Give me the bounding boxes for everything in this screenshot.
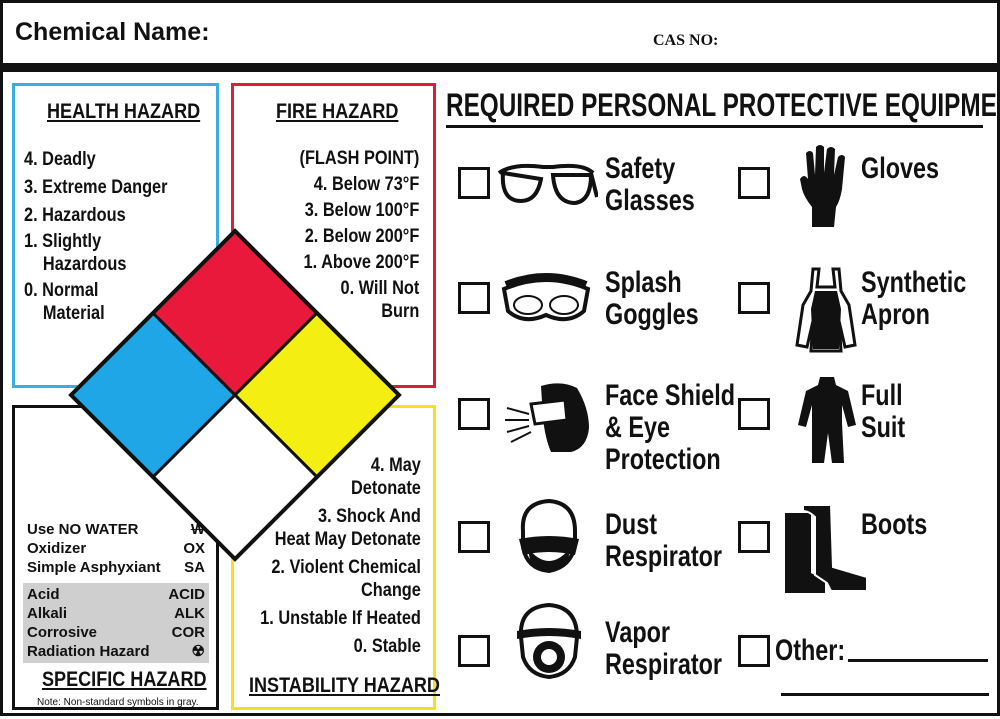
health-hazard-box: HEALTH HAZARD 4. Deadly 3. Extreme Dange… (12, 83, 219, 388)
splash-goggles-icon (501, 273, 591, 322)
boots-icon (785, 504, 868, 593)
instability-hazard-list: 4. May Detonate 3. Shock And Heat May De… (260, 454, 421, 658)
vapor-respirator-label: Vapor Respirator (605, 616, 723, 681)
fire-item: 1. Above 200°F (303, 252, 419, 273)
health-item: 4. Deadly (24, 149, 96, 170)
face-shield-label: Face Shield & Eye Protection (605, 379, 736, 476)
fire-item: 2. Below 200°F (304, 226, 419, 247)
header-divider (3, 63, 997, 72)
radiation-icon: ☢ (191, 643, 205, 660)
instability-item: Detonate (351, 478, 421, 499)
gloves-checkbox[interactable] (738, 167, 770, 199)
dust-respirator-icon (519, 498, 579, 574)
health-item: 1. Slightly (24, 231, 102, 252)
ppe-title: REQUIRED PERSONAL PROTECTIVE EQUIPMENT (446, 87, 1000, 123)
safety-glasses-label: Safety Glasses (605, 152, 695, 217)
safety-glasses-icon (497, 163, 598, 206)
fire-item: 0. Will Not (340, 278, 419, 299)
other-label: Other: (775, 634, 846, 667)
instability-item: Change (361, 580, 421, 601)
health-item: Material (42, 303, 105, 324)
fire-item: (FLASH POINT) (299, 148, 419, 169)
synthetic-apron-checkbox[interactable] (738, 282, 770, 314)
instability-item: Heat May Detonate (274, 529, 421, 550)
gloves-label: Gloves (861, 152, 940, 185)
synthetic-apron-label: Synthetic Apron (861, 266, 967, 331)
instability-item: 3. Shock And (318, 506, 421, 527)
health-item: 2. Hazardous (24, 205, 126, 226)
vapor-respirator-icon (517, 602, 581, 680)
health-item: 3. Extreme Danger (24, 177, 168, 198)
vapor-respirator-checkbox[interactable] (458, 635, 490, 667)
instability-item: 0. Stable (353, 636, 421, 657)
dust-respirator-label: Dust Respirator (605, 508, 723, 573)
synthetic-apron-icon (795, 267, 857, 353)
safety-glasses-checkbox[interactable] (458, 167, 490, 199)
other-checkbox[interactable] (738, 635, 770, 667)
instability-item: 2. Violent Chemical (271, 557, 421, 578)
gloves-icon (800, 145, 845, 227)
chemical-name-label: Chemical Name: (15, 18, 210, 46)
face-shield-icon (505, 383, 589, 452)
nfpa-diamond (68, 228, 402, 562)
other-input-line[interactable] (848, 659, 988, 662)
splash-goggles-checkbox[interactable] (458, 282, 490, 314)
fire-item: 4. Below 73°F (313, 174, 419, 195)
full-suit-label: Full Suit (861, 379, 906, 444)
specific-hazard-note: Note: Non-standard symbols in gray. (37, 697, 199, 708)
fire-item: 3. Below 100°F (304, 200, 419, 221)
instability-hazard-title: INSTABILITY HAZARD (249, 674, 440, 697)
fire-hazard-box: FIRE HAZARD (FLASH POINT) 4. Below 73°F … (231, 83, 436, 388)
instability-item: 1. Unstable If Heated (260, 608, 421, 629)
fire-item: Burn (380, 301, 419, 322)
diamond-outline (68, 228, 402, 562)
ppe-title-rule (446, 125, 983, 128)
splash-goggles-label: Splash Goggles (605, 266, 699, 331)
fire-hazard-title: FIRE HAZARD (276, 100, 399, 123)
cas-number-label: CAS NO: (653, 32, 719, 49)
face-shield-checkbox[interactable] (458, 398, 490, 430)
boots-label: Boots (861, 508, 928, 541)
instability-hazard-box: 4. May Detonate 3. Shock And Heat May De… (231, 405, 440, 710)
health-item: 0. Normal (24, 280, 99, 301)
specific-hazard-row: Radiation Hazard☢ (27, 643, 205, 660)
specific-hazard-title: SPECIFIC HAZARD (42, 668, 207, 691)
full-suit-checkbox[interactable] (738, 398, 770, 430)
health-hazard-title: HEALTH HAZARD (47, 100, 201, 123)
health-item: Hazardous (42, 254, 127, 275)
dust-respirator-checkbox[interactable] (458, 521, 490, 553)
instability-item: 4. May (371, 455, 421, 476)
other-input-line-2[interactable] (781, 693, 989, 696)
full-suit-icon (798, 377, 856, 463)
boots-checkbox[interactable] (738, 521, 770, 553)
health-hazard-list: 4. Deadly 3. Extreme Danger 2. Hazardous… (24, 148, 167, 325)
fire-hazard-list: (FLASH POINT) 4. Below 73°F 3. Below 100… (299, 146, 419, 325)
